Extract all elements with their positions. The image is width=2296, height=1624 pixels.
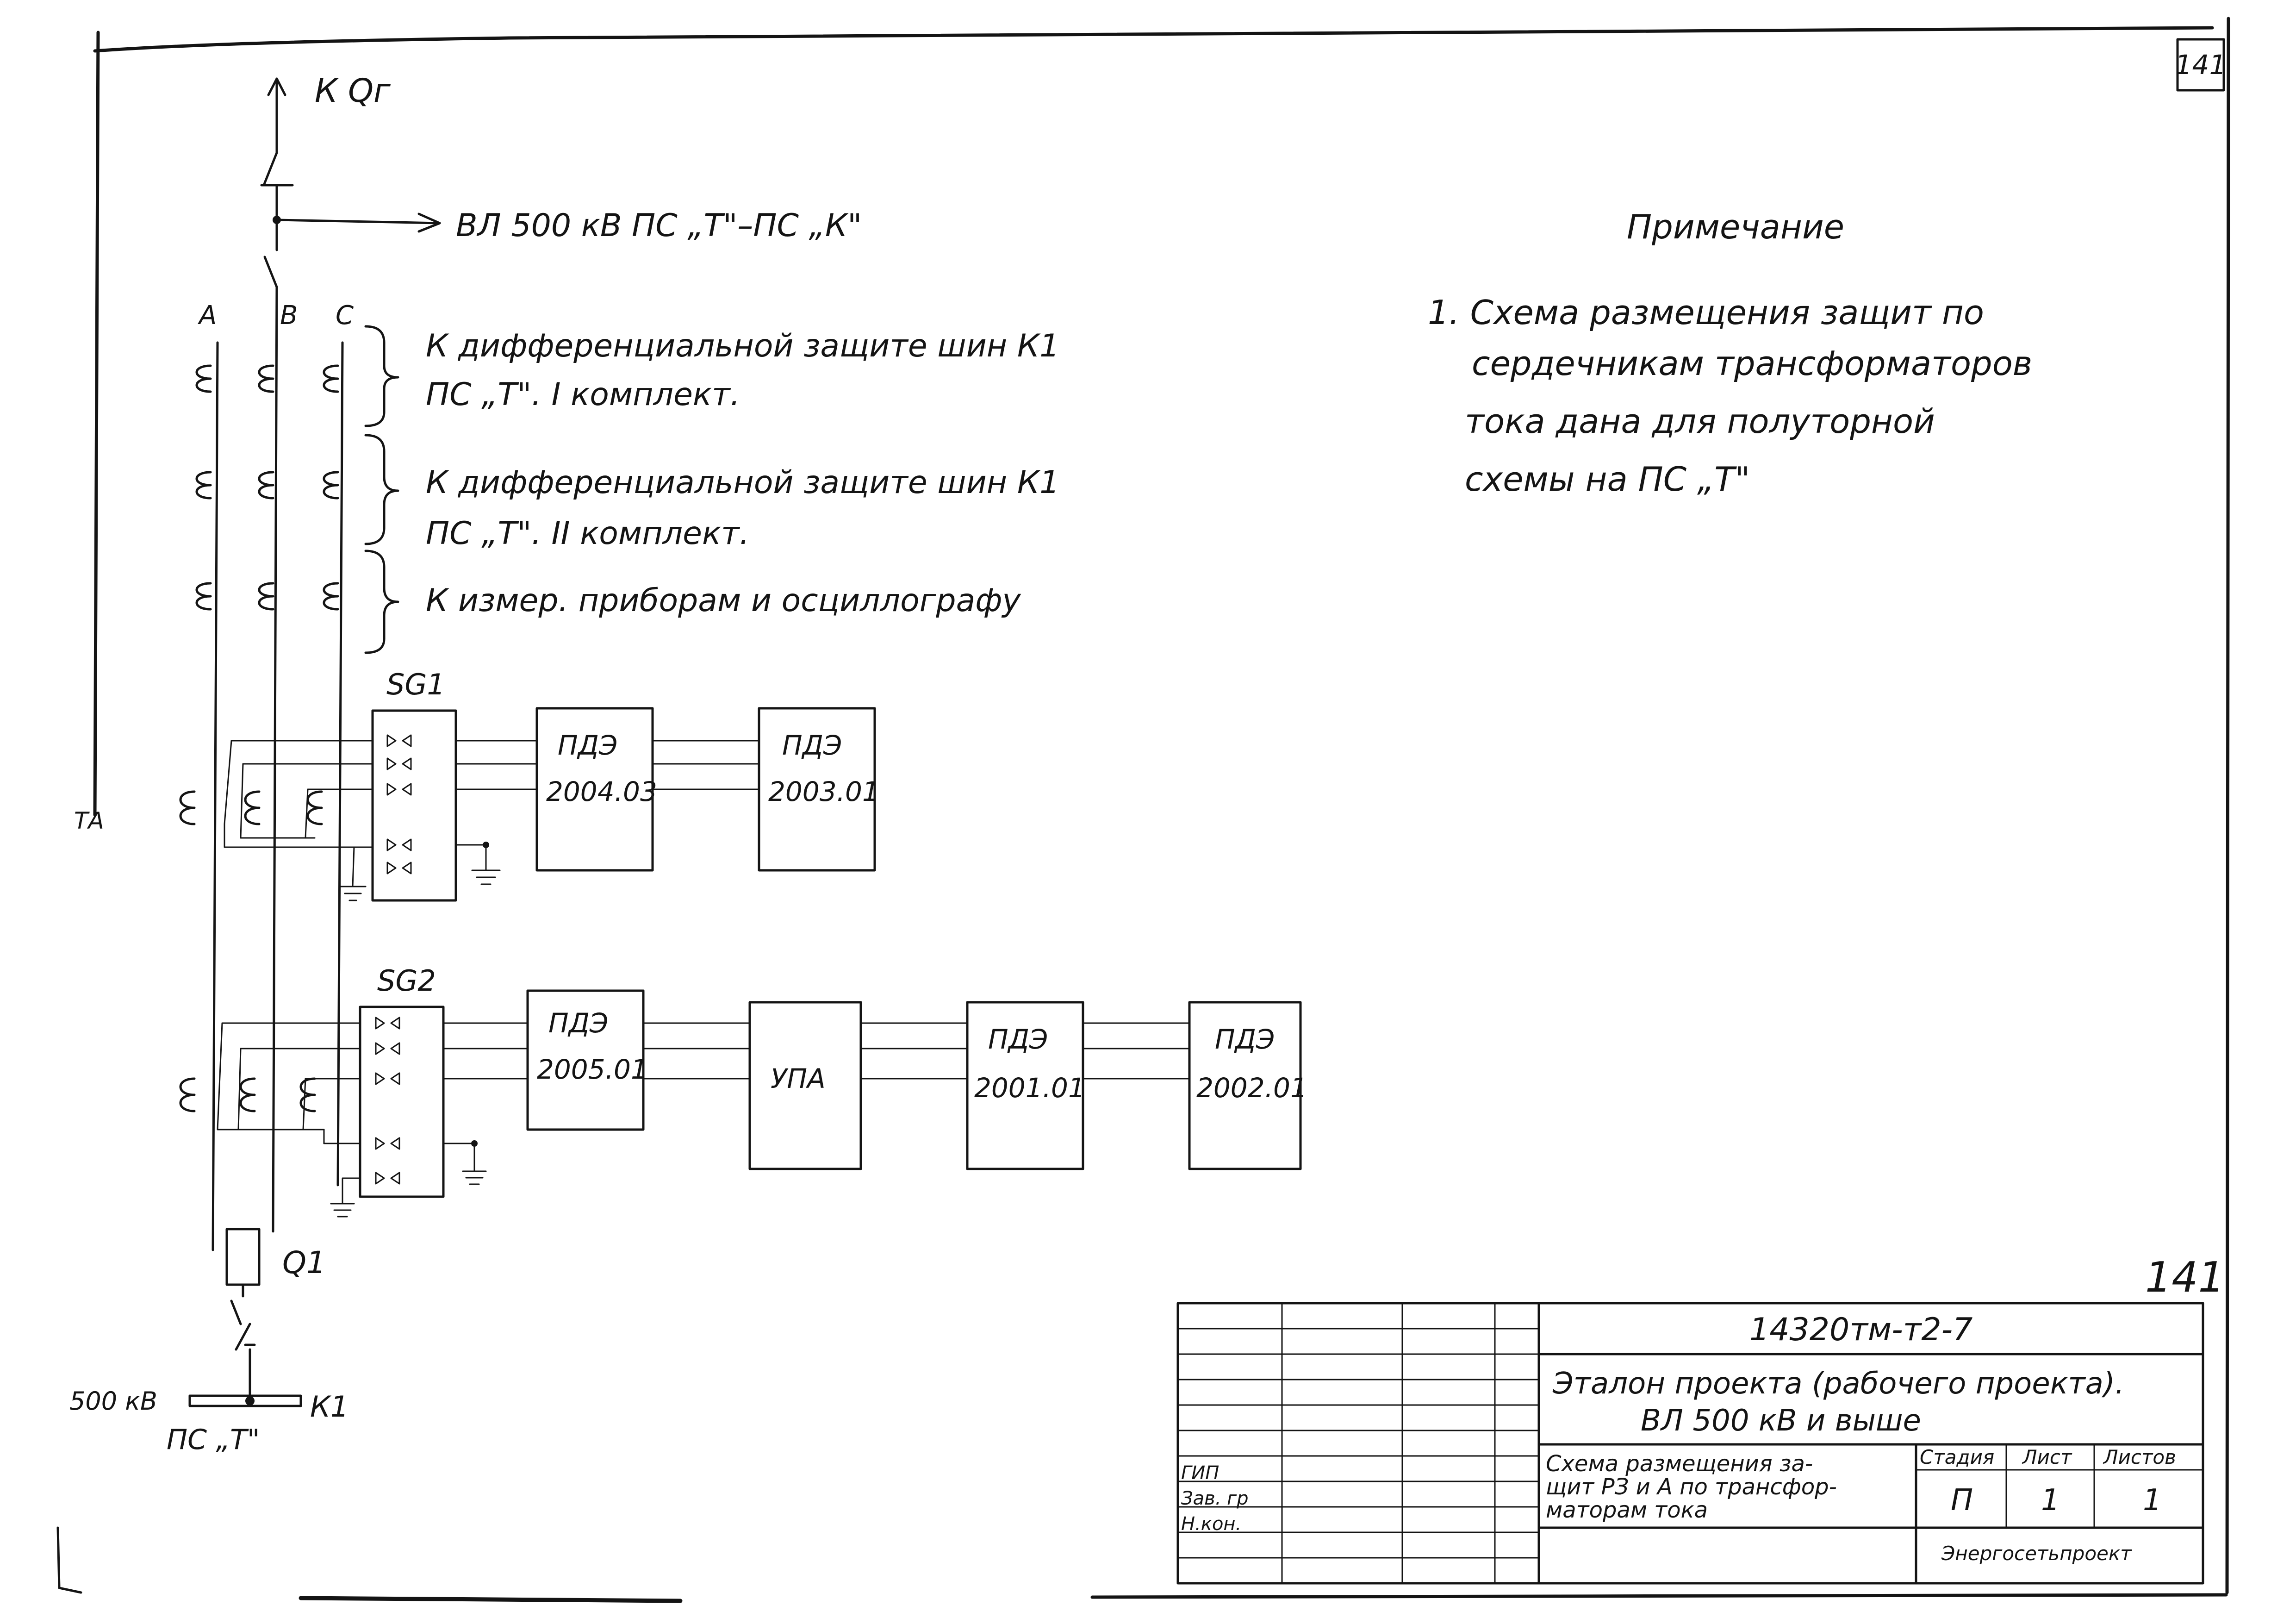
- role-chief-engineer: ГИП: [1181, 1462, 1219, 1484]
- breaker-q1-label: Q1: [282, 1245, 326, 1280]
- note-line-3: тока дана для полуторной: [1465, 402, 1935, 441]
- phase-c-label: C: [336, 300, 354, 331]
- core-1-line2: ПС „Т". I комплект.: [426, 376, 740, 413]
- note: Примечание 1. Схема размещения защит по …: [1428, 207, 2032, 499]
- core-2-line1: К дифференциальной защите шин К1: [426, 464, 1059, 501]
- note-line-4: схемы на ПС „Т": [1465, 460, 1750, 499]
- pde-2003-01-line1: ПДЭ: [782, 730, 842, 761]
- upa-block: [748, 1001, 862, 1170]
- core-1-line1: К дифференциальной защите шин К1: [426, 328, 1059, 364]
- note-heading: Примечание: [1627, 207, 1844, 246]
- role-checker: Н.кон.: [1181, 1513, 1241, 1535]
- sg1-test-block: [371, 709, 457, 902]
- stage-value: П: [1951, 1483, 1973, 1518]
- role-group-head: Зав. гр: [1181, 1488, 1249, 1509]
- group-2-circuit: SG2 ПДЭ 2005.01 УПА ПДЭ 2001.01 ПДЭ 2002…: [179, 964, 1307, 1218]
- sheet-title-line-2: щит РЗ и А по трансфор-: [1546, 1474, 1837, 1500]
- group-1-circuit: SG1 ПДЭ 2004.03 ПДЭ 2003.01: [179, 668, 879, 902]
- sg2-label: SG2: [377, 964, 436, 998]
- feeder-section: К Qг ВЛ 500 кВ ПС „Т"–ПС „К": [260, 72, 862, 288]
- sheet-value: 1: [2041, 1483, 2060, 1518]
- corner-number-text: 141: [2175, 49, 2227, 81]
- sg2-test-block: [359, 1006, 445, 1198]
- line-label: ВЛ 500 кВ ПС „Т"–ПС „К": [456, 207, 862, 244]
- core-descriptions: К дифференциальной защите шин К1 ПС „Т".…: [364, 325, 1059, 654]
- pde-2005-01-line2: 2005.01: [537, 1054, 648, 1085]
- note-line-2: сердечникам трансформаторов: [1472, 344, 2032, 383]
- pde-2001-01-block: [966, 1001, 1084, 1170]
- col-sheet-header: Лист: [2022, 1446, 2072, 1468]
- pde-2001-01-line2: 2001.01: [974, 1072, 1085, 1104]
- phase-b-label: B: [280, 300, 298, 331]
- note-line-1: 1. Схема размещения защит по: [1428, 293, 1984, 332]
- org-name: Энергосетьпроект: [1941, 1542, 2132, 1565]
- to-breaker-label: К Qг: [315, 72, 391, 110]
- core-3-label: К измер. приборам и осциллографу: [426, 582, 1021, 619]
- project-line-2: ВЛ 500 кВ и выше: [1641, 1404, 1921, 1438]
- pde-2002-01-block: [1188, 1001, 1302, 1170]
- pde-2002-01-line1: ПДЭ: [1215, 1024, 1275, 1055]
- col-stage-header: Стадия: [1920, 1446, 1994, 1468]
- phase-a-label: A: [198, 300, 217, 331]
- core-2-line2: ПС „Т". II комплект.: [426, 515, 749, 552]
- phase-labels: A B C: [198, 300, 354, 331]
- sheet-title-line-3: маторам тока: [1546, 1497, 1708, 1523]
- sheets-value: 1: [2143, 1483, 2162, 1518]
- project-line-1: Эталон проекта (рабочего проекта).: [1552, 1367, 2124, 1401]
- busbar-k1: [188, 1394, 302, 1407]
- stamp-sheet-number: 141: [2145, 1253, 2225, 1302]
- ct-windings: [195, 364, 339, 611]
- substation-label: ПС „Т": [167, 1424, 260, 1456]
- pde-2004-03-line2: 2004.03: [546, 776, 657, 807]
- pde-2002-01-line2: 2002.01: [1196, 1072, 1307, 1104]
- corner-sheet-number: 141: [2175, 38, 2227, 92]
- ta-label: ТА: [74, 807, 104, 834]
- doc-code: 14320тм-т2-7: [1749, 1312, 1972, 1348]
- drawing-frame: [56, 17, 2230, 1603]
- pde-2001-01-line1: ПДЭ: [988, 1024, 1048, 1055]
- sg1-label: SG1: [386, 668, 445, 701]
- sheet-title-line-1: Схема размещения за-: [1546, 1451, 1813, 1477]
- bus-k1-label: К1: [310, 1390, 348, 1424]
- pde-2003-01-block: [758, 707, 876, 872]
- breaker-and-bus: Q1 500 кВ К1 ПС „Т": [69, 1228, 348, 1456]
- pde-2005-01-line1: ПДЭ: [548, 1007, 608, 1039]
- pde-2004-03-line1: ПДЭ: [558, 730, 617, 761]
- bus-voltage-label: 500 кВ: [69, 1387, 157, 1416]
- title-block: 14320тм-т2-7 Эталон проекта (рабочего пр…: [1176, 1302, 2204, 1585]
- pde-2005-01-block: [526, 989, 645, 1131]
- upa-label: УПА: [771, 1063, 826, 1094]
- col-sheets-header: Листов: [2103, 1446, 2176, 1468]
- pde-2003-01-line2: 2003.01: [768, 776, 879, 807]
